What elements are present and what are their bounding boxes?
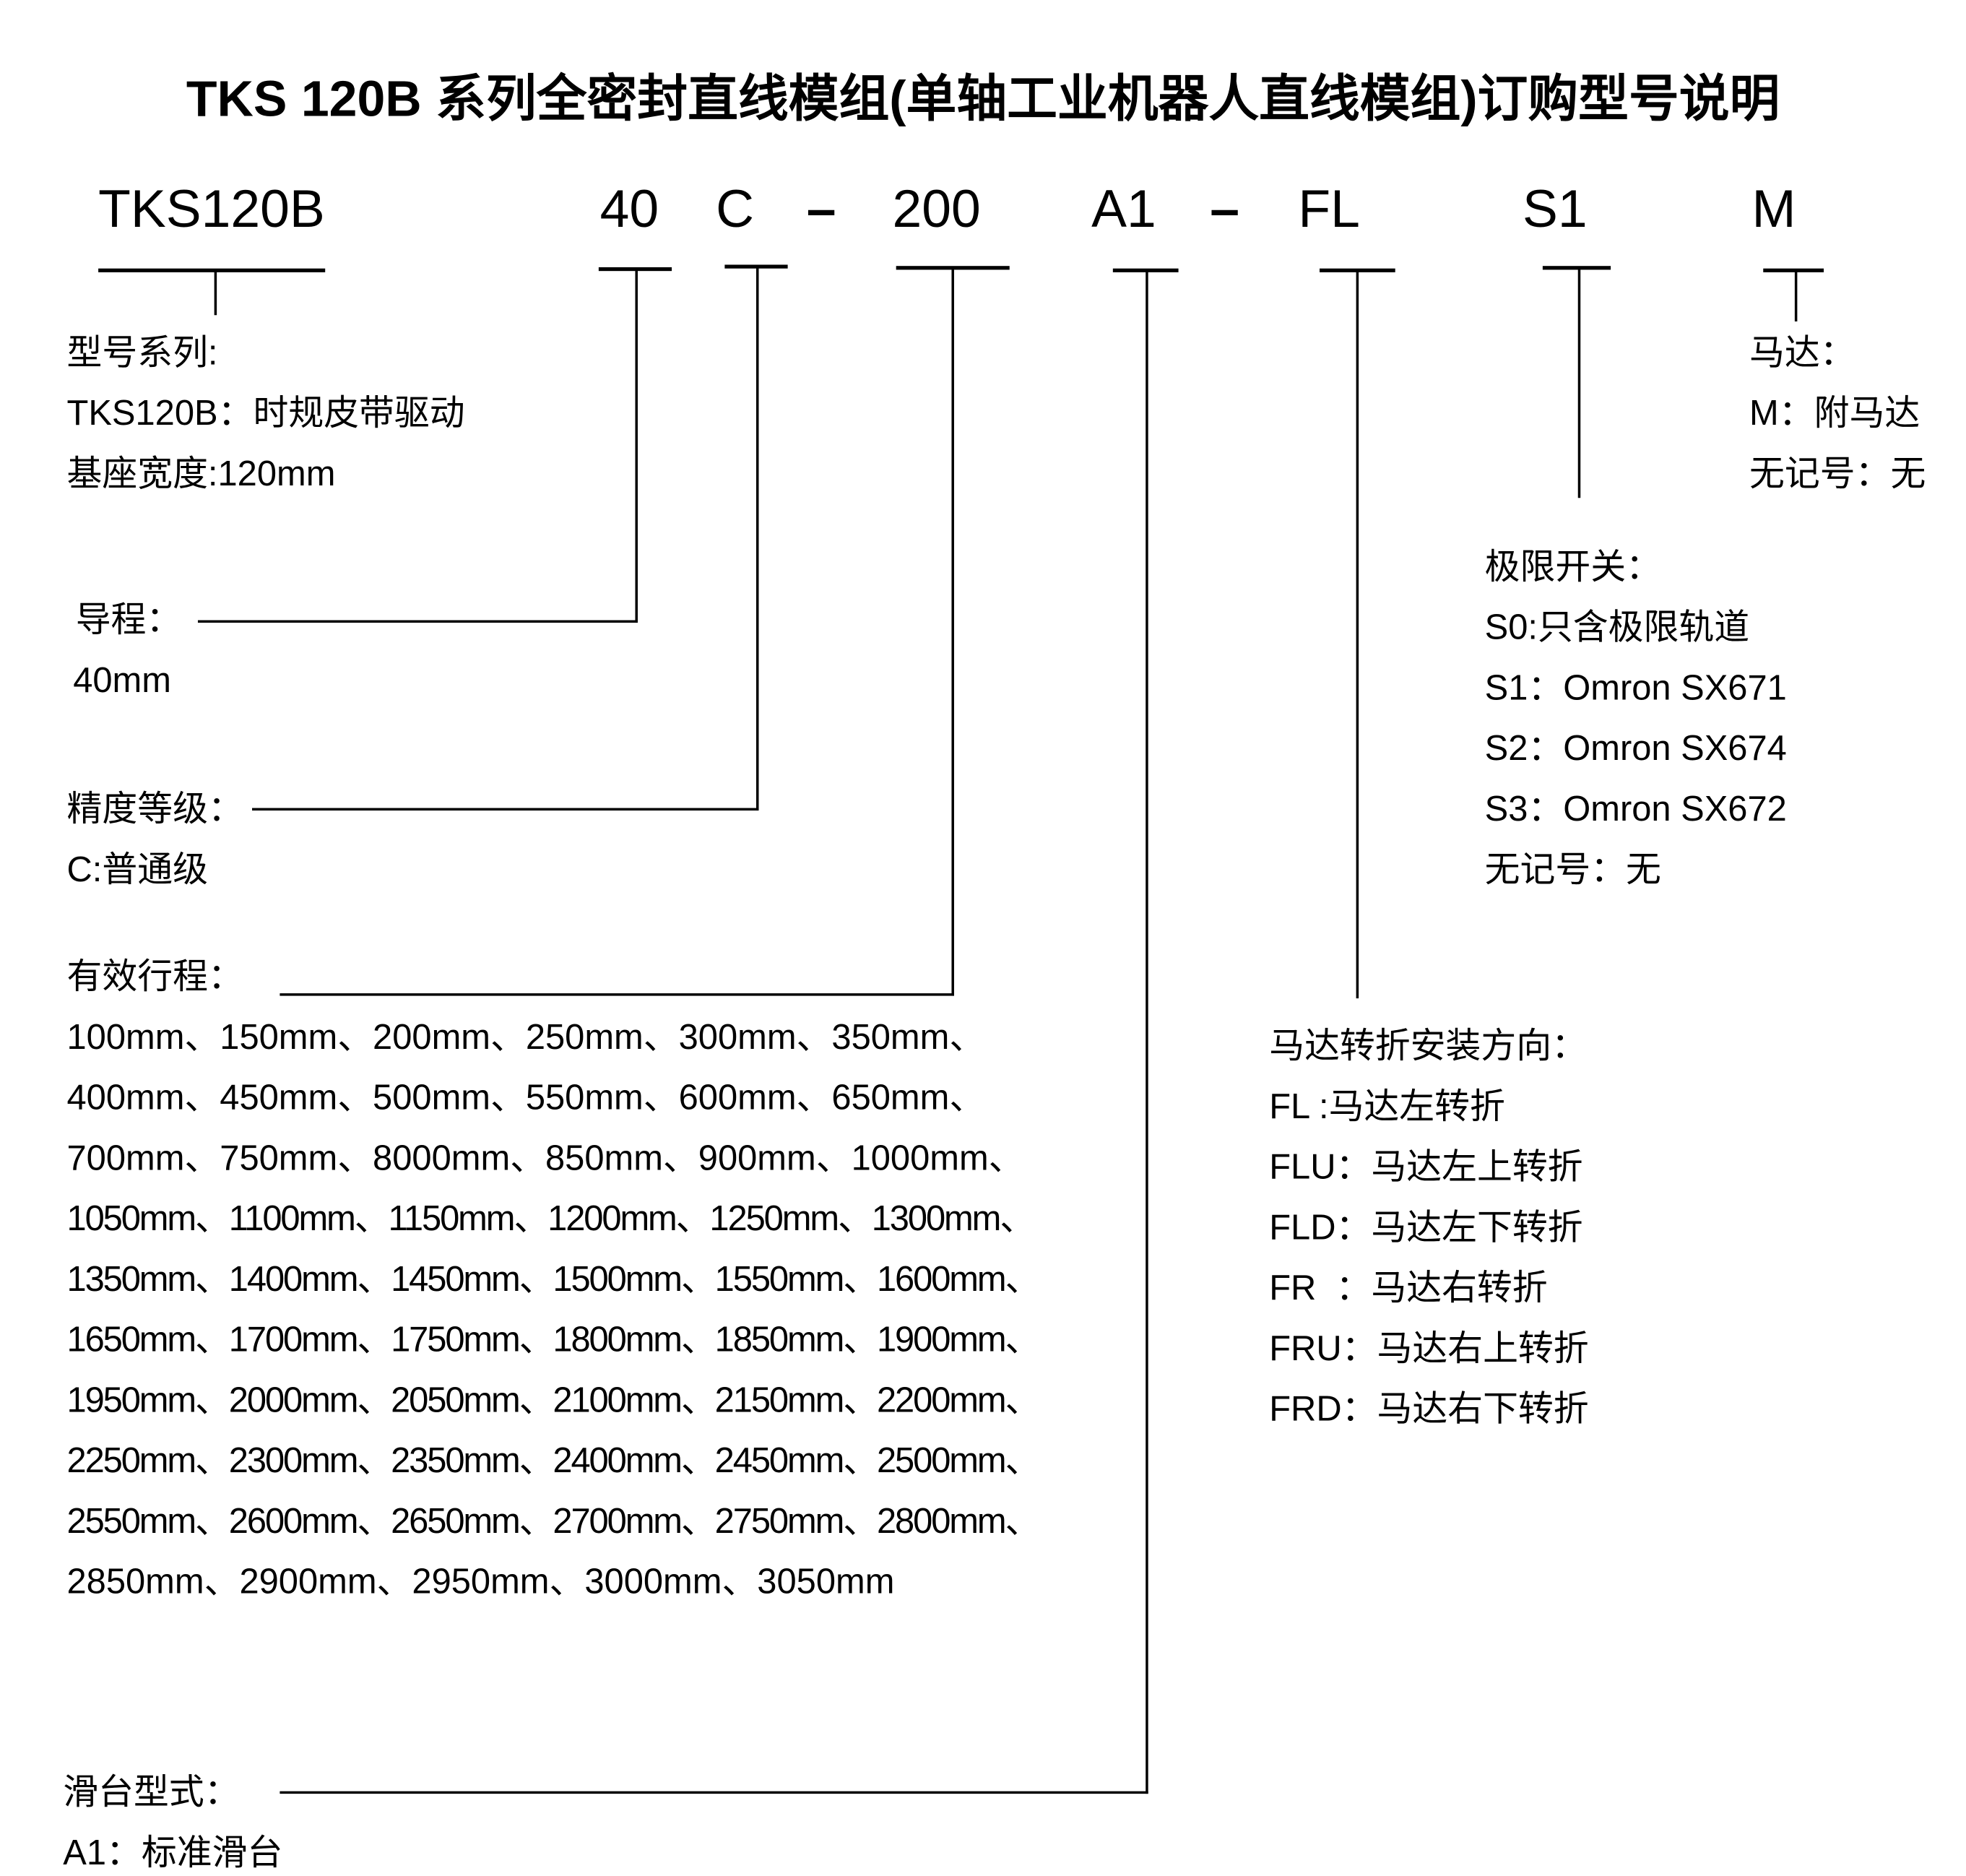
stroke-line: 2850mm、2900mm、2950mm、3000mm、3050mm — [66, 1562, 895, 1601]
leader-grade-h — [252, 808, 759, 811]
stroke-line: 1650mm、1700mm、1750mm、1800mm、1850mm、1900m… — [66, 1320, 1040, 1360]
slide-value: A1：标准滑台 — [63, 1833, 283, 1872]
underline-motor-dir — [1320, 268, 1395, 272]
lead-value: 40mm — [73, 660, 171, 700]
switch-label: 极限开关： — [1484, 547, 1661, 587]
code-dash-1: – — [806, 178, 836, 238]
leader-motor-dir — [1356, 271, 1359, 999]
underline-switch — [1542, 266, 1611, 270]
stroke-line: 100mm、150mm、200mm、250mm、300mm、350mm、 — [66, 1017, 985, 1057]
stroke-line: 2550mm、2600mm、2650mm、2700mm、2750mm、2800m… — [66, 1501, 1040, 1541]
leader-motor — [1794, 271, 1798, 321]
switch-line: S3：Omron SX672 — [1484, 789, 1787, 829]
stroke-line: 1350mm、1400mm、1450mm、1500mm、1550mm、1600m… — [66, 1259, 1040, 1299]
page-title: TKS 120B 系列全密封直线模组(单轴工业机器人直线模组)订购型号说明 — [186, 72, 1780, 128]
leader-lead — [635, 269, 638, 623]
code-motor: M — [1751, 178, 1796, 238]
leader-grade — [756, 267, 759, 811]
underline-grade — [724, 264, 788, 269]
motor-label: 马达： — [1749, 332, 1855, 372]
slide-label: 滑台型式： — [63, 1772, 240, 1812]
leader-series — [214, 269, 217, 316]
switch-line: S2：Omron SX674 — [1484, 728, 1787, 768]
motor-dir-line: FLU：马达左上转折 — [1269, 1146, 1583, 1187]
code-slide: A1 — [1091, 178, 1156, 238]
lead-label: 导程： — [75, 600, 182, 639]
leader-slide — [1146, 271, 1148, 1794]
underline-stroke — [896, 266, 1010, 270]
stroke-line: 1050mm、1100mm、1150mm、1200mm、1250mm、1300m… — [66, 1198, 1035, 1238]
code-stroke: 200 — [892, 178, 981, 238]
leader-lead-h — [197, 620, 638, 623]
motor-line: 无记号：无 — [1749, 454, 1926, 493]
underline-motor — [1763, 268, 1824, 272]
stroke-line: 400mm、450mm、500mm、550mm、600mm、650mm、 — [66, 1077, 985, 1118]
motor-dir-line: FRU：马达右上转折 — [1269, 1328, 1589, 1368]
leader-switch — [1577, 268, 1581, 498]
motor-dir-line: FRD：马达右下转折 — [1269, 1388, 1589, 1429]
stroke-line: 700mm、750mm、8000mm、850mm、900mm、1000mm、 — [66, 1138, 1024, 1177]
code-dash-2: – — [1210, 178, 1239, 238]
code-motor-dir: FL — [1298, 178, 1360, 238]
motor-line: M：附马达 — [1749, 393, 1920, 433]
motor-dir-label: 马达转折安装方向： — [1269, 1026, 1587, 1065]
code-series: TKS120B — [98, 178, 325, 238]
underline-lead — [598, 267, 672, 272]
grade-value: C:普通级 — [66, 850, 208, 889]
motor-dir-line: FLD：马达左下转折 — [1269, 1207, 1583, 1247]
switch-line: S1：Omron SX671 — [1484, 667, 1787, 707]
leader-stroke-h — [280, 993, 954, 996]
code-switch: S1 — [1522, 178, 1588, 238]
series-line: TKS120B：时规皮带驱动 — [66, 393, 465, 433]
series-line: 基座宽度:120mm — [66, 454, 336, 493]
switch-line: S0:只含极限轨道 — [1484, 608, 1750, 647]
series-label: 型号系列: — [66, 332, 218, 372]
underline-slide — [1112, 268, 1179, 272]
switch-line: 无记号：无 — [1484, 850, 1661, 889]
motor-dir-line: FR ：马达右转折 — [1269, 1268, 1548, 1307]
motor-dir-line: FL :马达左转折 — [1269, 1086, 1505, 1126]
code-lead: 40 — [599, 178, 659, 238]
grade-label: 精度等级： — [66, 789, 243, 829]
leader-stroke — [951, 268, 954, 996]
leader-slide-h — [280, 1791, 1148, 1794]
stroke-label: 有效行程： — [66, 956, 243, 996]
stroke-line: 1950mm、2000mm、2050mm、2100mm、2150mm、2200m… — [66, 1380, 1040, 1419]
stroke-line: 2250mm、2300mm、2350mm、2400mm、2450mm、2500m… — [66, 1440, 1040, 1480]
code-grade: C — [716, 178, 755, 238]
underline-series — [98, 268, 326, 272]
